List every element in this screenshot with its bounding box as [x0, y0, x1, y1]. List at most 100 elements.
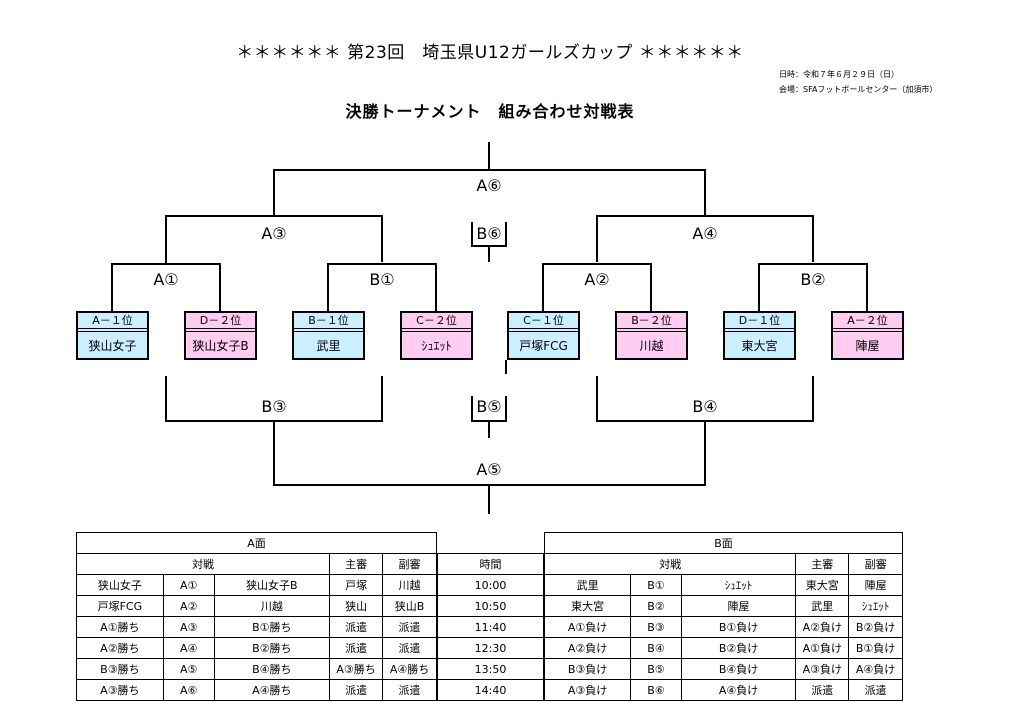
team-name: 武里: [316, 339, 341, 353]
table-cell: B③: [630, 616, 682, 638]
table-cell: 狭山B: [382, 595, 437, 617]
table-row: 12:30: [437, 637, 544, 659]
team-box: A－２位 陣屋: [831, 311, 904, 360]
table-cell: A①: [162, 574, 215, 596]
table-header-time: 時間: [437, 553, 544, 575]
table-a-header-referee: 主審: [329, 553, 384, 575]
team-name: 狭山女子B: [192, 339, 249, 353]
table-b-header-match: 対戦: [543, 553, 797, 575]
table-cell: 陣屋: [680, 595, 797, 617]
bracket-label-bottom-right: B④: [692, 397, 718, 416]
table-cell: B②: [630, 595, 682, 617]
bracket-label-bottom-left: B③: [261, 397, 287, 416]
table-cell: 派遣: [795, 679, 850, 701]
event-date: 日時：令和７年６月２９日（日）: [779, 70, 899, 79]
table-cell: B④: [630, 637, 682, 659]
table-b-title: B面: [544, 532, 903, 554]
table-cell: 狭山: [329, 595, 384, 617]
bracket-subtitle: 決勝トーナメント 組み合わせ対戦表: [345, 102, 635, 121]
table-a-header-assistant: 副審: [382, 553, 437, 575]
team-seed: D－２位: [186, 313, 255, 329]
table-cell: B④勝ち: [213, 658, 331, 680]
team-box: D－１位 東大宮: [723, 311, 796, 360]
table-cell: A⑤: [162, 658, 215, 680]
table-cell: 派遣: [329, 679, 384, 701]
table-cell: A②勝ち: [76, 637, 164, 659]
team-name: ｼｭｴｯﾄ: [421, 339, 452, 353]
table-cell: 狭山女子B: [213, 574, 331, 596]
table-a-header-match: 対戦: [75, 553, 331, 575]
bracket-label-third-place: B⑥: [476, 224, 502, 243]
team-seed: A－１位: [78, 313, 147, 329]
table-cell: B②負け: [680, 637, 797, 659]
table-cell: A⑥: [162, 679, 215, 701]
table-cell: 戸塚: [329, 574, 384, 596]
table-cell: 武里: [543, 574, 632, 596]
table-cell: A②: [162, 595, 215, 617]
page-title: ＊＊＊＊＊＊ 第23回 埼玉県U12ガールズカップ ＊＊＊＊＊＊: [236, 43, 744, 63]
table-cell: A④: [162, 637, 215, 659]
time-cell: 14:40: [437, 679, 544, 701]
table-cell: B③勝ち: [76, 658, 164, 680]
time-cell: 12:30: [437, 637, 544, 659]
table-cell: A③負け: [543, 679, 632, 701]
bracket-label-semi-right: A④: [692, 224, 718, 243]
bracket-label-bottom-final: A⑤: [476, 460, 502, 479]
table-cell: A③勝ち: [329, 658, 384, 680]
table-cell: A③負け: [795, 658, 850, 680]
bracket-label-bottom-center: B⑤: [476, 397, 502, 416]
team-box: C－１位 戸塚FCG: [507, 311, 580, 360]
table-cell: A④負け: [680, 679, 797, 701]
table-cell: 狭山女子: [76, 574, 164, 596]
table-cell: 川越: [382, 574, 437, 596]
table-cell: B①負け: [680, 616, 797, 638]
table-cell: B③負け: [543, 658, 632, 680]
event-venue: 会場：SFAフットボールセンター（加須市）: [779, 85, 938, 94]
team-name: 陣屋: [855, 339, 880, 353]
table-cell: ｼｭｴｯﾄ: [848, 595, 903, 617]
bracket-label-semi-left: A③: [261, 224, 287, 243]
table-cell: A④勝ち: [382, 658, 437, 680]
table-cell: 派遣: [382, 637, 437, 659]
table-cell: B①: [630, 574, 682, 596]
table-cell: 東大宮: [795, 574, 850, 596]
time-cell: 10:00: [437, 574, 544, 596]
team-box: B－２位 川越: [615, 311, 688, 360]
table-cell: 派遣: [329, 616, 384, 638]
table-cell: B④負け: [680, 658, 797, 680]
table-row: 13:50: [437, 658, 544, 680]
table-cell: B②勝ち: [213, 637, 331, 659]
table-cell: 派遣: [329, 637, 384, 659]
table-cell: A①負け: [795, 637, 850, 659]
team-seed: D－１位: [725, 313, 794, 329]
team-seed: C－１位: [509, 313, 578, 329]
table-row: 10:50: [437, 595, 544, 617]
table-cell: 武里: [795, 595, 850, 617]
table-cell: 派遣: [382, 616, 437, 638]
table-a-title: A面: [76, 532, 437, 554]
team-name: 狭山女子: [88, 339, 137, 353]
team-name: 東大宮: [741, 339, 778, 353]
team-box: C－２位 ｼｭｴｯﾄ: [400, 311, 473, 360]
table-cell: 東大宮: [543, 595, 632, 617]
table-b-header-referee: 主審: [795, 553, 850, 575]
bracket-label-r1-1: A①: [153, 270, 179, 289]
time-cell: 13:50: [437, 658, 544, 680]
table-row: 14:40: [437, 679, 544, 701]
table-cell: A①勝ち: [76, 616, 164, 638]
team-box: D－２位 狭山女子B: [184, 311, 257, 360]
table-cell: 川越: [213, 595, 331, 617]
table-cell: B②負け: [848, 616, 903, 638]
table-cell: B①勝ち: [213, 616, 331, 638]
